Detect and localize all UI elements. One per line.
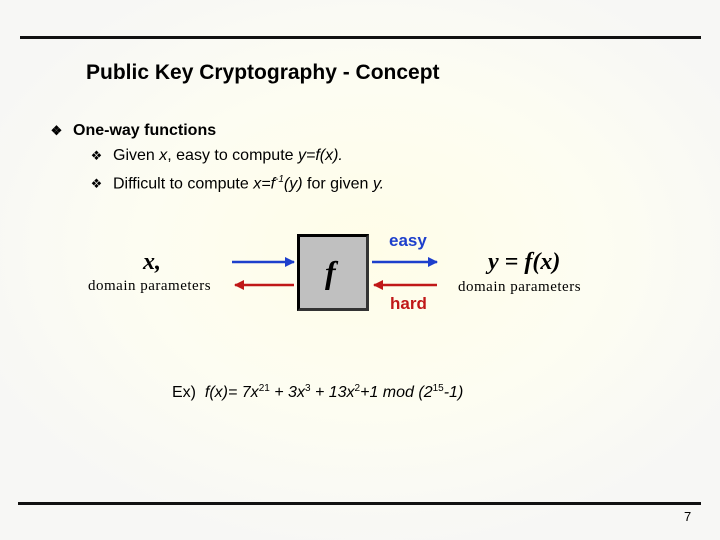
inverse-exponent: -1 [275, 174, 284, 185]
hard-label: hard [390, 294, 427, 313]
function-box [297, 234, 369, 311]
page-number: 7 [684, 509, 692, 524]
bullet-one-way-functions: ❖ One-way functions [50, 121, 216, 141]
formula-part: -1) [443, 384, 464, 401]
output-domain-params: domain parameters [458, 279, 582, 295]
function-f-label: f [325, 254, 336, 290]
exponent: 15 [432, 383, 444, 394]
sub-bullet-text: for given [302, 175, 373, 193]
exponent: 2 [354, 383, 361, 394]
formula-part: +1 mod (2 [360, 384, 433, 401]
equation-inverse: x=f [253, 175, 276, 193]
example-formula: Ex) f(x)= 7x21 + 3x3 + 13x2+1 mod (215-1… [172, 383, 463, 402]
sub-bullet-text: Difficult to compute [113, 175, 254, 193]
sub-bullet-text: , easy to compute [167, 147, 298, 164]
slide-title: Public Key Cryptography - Concept [86, 61, 440, 84]
sub-bullet-text: Given [113, 147, 160, 164]
diamond-bullet-icon: ❖ [90, 148, 103, 163]
sub-bullet-easy: ❖ Given x, easy to compute y=f(x). [90, 146, 343, 166]
formula-part: + 3x [269, 384, 305, 401]
var-y: y. [372, 175, 385, 193]
diamond-bullet-icon: ❖ [50, 123, 63, 138]
equation-y: y=f(x). [297, 147, 343, 164]
exponent: 21 [258, 383, 270, 394]
bullet-text: One-way functions [73, 122, 217, 139]
easy-label: easy [389, 231, 427, 250]
output-y-label: y = f(x) [488, 249, 561, 275]
input-domain-params: domain parameters [88, 278, 212, 294]
input-x-label: x, [143, 249, 161, 275]
diamond-bullet-icon: ❖ [90, 176, 103, 192]
var-x: x [159, 147, 168, 164]
equation-arg: (y) [283, 175, 303, 193]
bottom-rule [18, 502, 701, 505]
top-rule [20, 36, 701, 39]
sub-bullet-difficult: ❖ Difficult to compute x=f-1(y) for given… [90, 170, 384, 194]
formula-part: f(x)= 7x [204, 384, 259, 401]
exponent: 3 [304, 383, 311, 394]
example-prefix: Ex) [172, 384, 205, 401]
formula-part: + 13x [310, 384, 355, 401]
